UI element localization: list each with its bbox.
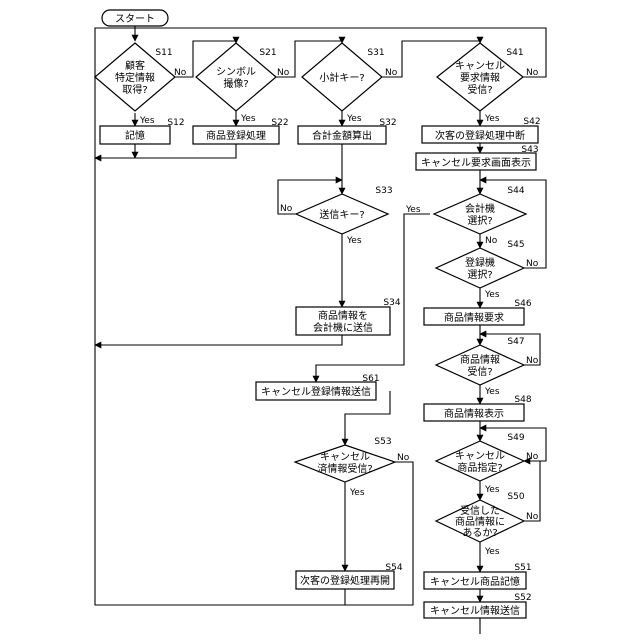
svg-text:No: No <box>280 204 293 214</box>
svg-text:キャンセル要求画面表示: キャンセル要求画面表示 <box>421 156 531 169</box>
decision-customer-info: 顧客 特定情報 取得? S11 <box>95 43 175 111</box>
decision-send-key: 送信キー? S33 <box>296 186 393 234</box>
svg-text:No: No <box>174 68 187 78</box>
svg-text:S48: S48 <box>514 395 531 405</box>
process-cancel-request-screen: キャンセル要求画面表示 S43 <box>416 145 539 170</box>
svg-text:S52: S52 <box>514 593 531 603</box>
process-interrupt-registration: 次客の登録処理中断 S42 <box>422 117 541 143</box>
process-request-item-info: 商品情報要求 S46 <box>424 299 532 325</box>
svg-text:No: No <box>526 512 539 522</box>
svg-text:Yes: Yes <box>139 116 155 126</box>
svg-text:会計機に送信: 会計機に送信 <box>313 321 373 334</box>
svg-text:S61: S61 <box>362 374 379 384</box>
svg-text:受信?: 受信? <box>467 366 492 378</box>
svg-text:No: No <box>385 68 398 78</box>
process-store-cancel-item: キャンセル商品記憶 S51 <box>424 563 532 589</box>
svg-text:S53: S53 <box>374 437 391 447</box>
svg-text:S42: S42 <box>523 117 540 127</box>
svg-text:S43: S43 <box>521 145 538 155</box>
svg-text:選択?: 選択? <box>467 214 492 227</box>
svg-text:S41: S41 <box>506 48 523 58</box>
svg-text:記憶: 記憶 <box>125 129 145 142</box>
svg-text:シンボル: シンボル <box>216 66 256 78</box>
svg-text:受信?: 受信? <box>467 84 492 96</box>
svg-text:スタート: スタート <box>115 13 155 25</box>
svg-text:キャンセル: キャンセル <box>320 451 370 463</box>
svg-text:キャンセル: キャンセル <box>455 60 505 72</box>
svg-text:Yes: Yes <box>484 114 500 124</box>
svg-text:Yes: Yes <box>484 387 500 397</box>
svg-text:No: No <box>526 452 539 462</box>
svg-text:S51: S51 <box>514 563 531 573</box>
svg-text:次客の登録処理再開: 次客の登録処理再開 <box>300 574 390 587</box>
svg-text:Yes: Yes <box>346 114 362 124</box>
svg-text:次客の登録処理中断: 次客の登録処理中断 <box>435 129 525 142</box>
decision-cancel-request-received: キャンセル 要求情報 受信? S41 <box>437 43 524 111</box>
svg-text:S49: S49 <box>507 433 524 443</box>
svg-text:受信した: 受信した <box>460 505 500 517</box>
decision-subtotal-key: 小計キー? S31 <box>302 43 385 111</box>
svg-text:会計機: 会計機 <box>465 202 495 215</box>
svg-text:S12: S12 <box>167 118 184 128</box>
process-send-item-info: 商品情報を 会計機に送信 S34 <box>296 298 401 335</box>
svg-text:あるか?: あるか? <box>462 527 497 539</box>
svg-text:Yes: Yes <box>349 488 365 498</box>
svg-text:キャンセル: キャンセル <box>455 450 505 462</box>
svg-text:S31: S31 <box>367 48 384 58</box>
svg-text:S34: S34 <box>383 298 400 308</box>
svg-text:S54: S54 <box>385 563 402 573</box>
svg-text:キャンセル登録情報送信: キャンセル登録情報送信 <box>261 385 371 398</box>
svg-text:S45: S45 <box>507 240 524 250</box>
svg-text:特定情報: 特定情報 <box>115 71 155 84</box>
svg-text:S22: S22 <box>271 118 288 128</box>
svg-text:No: No <box>526 356 539 366</box>
svg-text:Yes: Yes <box>484 547 500 557</box>
svg-text:登録機: 登録機 <box>465 256 495 269</box>
process-send-cancel-info: キャンセル情報送信 S52 <box>424 593 532 618</box>
svg-text:Yes: Yes <box>484 485 500 495</box>
svg-text:No: No <box>526 68 539 78</box>
svg-text:選択?: 選択? <box>467 268 492 281</box>
process-resume-registration: 次客の登録処理再開 S54 <box>296 563 403 589</box>
svg-text:商品情報: 商品情報 <box>460 353 500 366</box>
svg-text:No: No <box>397 453 410 463</box>
svg-text:No: No <box>277 68 290 78</box>
svg-text:小計キー?: 小計キー? <box>319 71 364 84</box>
svg-text:商品情報を: 商品情報を <box>318 309 368 322</box>
svg-text:商品情報に: 商品情報に <box>455 515 505 528</box>
svg-text:商品登録処理: 商品登録処理 <box>206 129 266 142</box>
svg-text:取得?: 取得? <box>122 84 147 96</box>
svg-text:Yes: Yes <box>405 205 421 215</box>
svg-text:S46: S46 <box>514 299 531 309</box>
svg-text:送信キー?: 送信キー? <box>319 208 364 221</box>
svg-text:Yes: Yes <box>346 236 362 246</box>
svg-text:キャンセル情報送信: キャンセル情報送信 <box>430 604 520 617</box>
svg-text:S21: S21 <box>259 48 276 58</box>
svg-text:S44: S44 <box>507 186 524 196</box>
start-terminal: スタート <box>102 10 168 26</box>
svg-text:S11: S11 <box>155 48 172 58</box>
svg-text:S47: S47 <box>507 337 524 347</box>
svg-text:Yes: Yes <box>484 290 500 300</box>
svg-text:S33: S33 <box>375 186 392 196</box>
decision-symbol-captured: シンボル 撮像? S21 <box>196 43 277 111</box>
svg-text:S50: S50 <box>507 492 524 502</box>
svg-text:No: No <box>526 259 539 269</box>
svg-text:顧客: 顧客 <box>125 59 145 72</box>
svg-text:Yes: Yes <box>240 114 256 124</box>
svg-text:済情報受信?: 済情報受信? <box>317 462 372 475</box>
svg-text:No: No <box>485 236 498 246</box>
svg-text:撮像?: 撮像? <box>223 77 248 90</box>
svg-text:S32: S32 <box>379 118 396 128</box>
svg-text:合計金額算出: 合計金額算出 <box>312 129 372 142</box>
process-cancel-registration-send: キャンセル登録情報送信 S61 <box>256 374 380 400</box>
svg-text:商品指定?: 商品指定? <box>457 461 502 474</box>
svg-text:要求情報: 要求情報 <box>460 71 500 84</box>
svg-text:商品情報要求: 商品情報要求 <box>444 311 504 324</box>
process-show-item-info: 商品情報表示 S48 <box>424 395 532 421</box>
svg-text:キャンセル商品記憶: キャンセル商品記憶 <box>430 575 520 588</box>
svg-text:商品情報表示: 商品情報表示 <box>444 407 504 420</box>
